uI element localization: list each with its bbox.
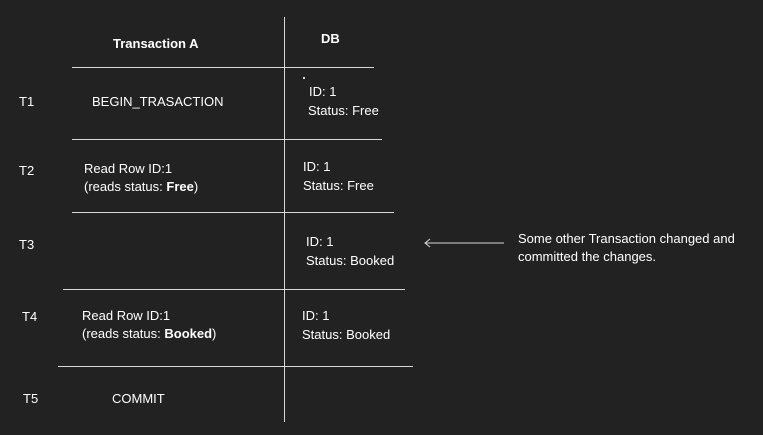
time-label-t5: T5 [23,391,39,406]
db-status-t3: Status: Booked [306,253,395,268]
db-id-t1: ID: 1 [309,84,337,99]
column-divider [284,17,285,422]
time-label-t4: T4 [22,309,38,324]
annotation-line2: committed the changes. [518,249,657,264]
transaction-a-header: Transaction A [113,36,199,51]
db-id-t3: ID: 1 [306,234,334,249]
row-separator-header [72,67,374,68]
annotation-line1: Some other Transaction changed and [518,231,735,246]
row-separator-t3 [63,289,405,290]
arrow-left-icon [424,238,504,248]
action-t4-line2: (reads status: Booked) [82,326,217,341]
action-t2-line2: (reads status: Free) [84,179,199,194]
time-label-t1: T1 [19,94,35,109]
action-t4-line1: Read Row ID:1 [82,308,171,323]
time-label-t2: T2 [19,163,35,178]
db-status-t4: Status: Booked [302,327,391,342]
action-t2-line1: Read Row ID:1 [84,161,173,176]
action-t1: BEGIN_TRASACTION [92,94,224,109]
db-id-t2: ID: 1 [303,159,331,174]
row-separator-t2 [72,212,394,213]
time-label-t3: T3 [19,237,35,252]
db-status-t2: Status: Free [303,178,374,193]
dot-mark [303,77,305,79]
db-status-t1: Status: Free [308,103,379,118]
db-header: DB [321,31,340,46]
row-separator-t4 [58,366,413,367]
action-t5: COMMIT [112,391,165,406]
db-id-t4: ID: 1 [302,308,330,323]
row-separator-t1 [72,139,382,140]
